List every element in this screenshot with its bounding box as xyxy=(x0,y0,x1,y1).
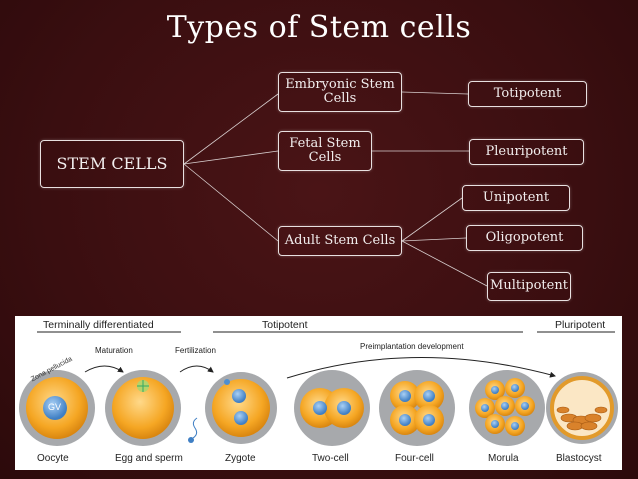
line-stem-embryonic xyxy=(183,93,279,165)
stage-label: Oocyte xyxy=(37,453,69,464)
fetal-stem-cells-box: Fetal Stem Cells xyxy=(278,131,372,171)
four-cell-embryo xyxy=(379,370,455,446)
line-stem-fetal xyxy=(183,150,279,165)
header-pluripotent: Pluripotent xyxy=(555,319,606,331)
stem-cells-box: STEM CELLS xyxy=(40,140,184,188)
header-terminally-differentiated: Terminally differentiated xyxy=(43,319,154,331)
pleuripotent-box: Pleuripotent xyxy=(469,139,584,165)
oligopotent-box: Oligopotent xyxy=(466,225,583,251)
line-embryonic-totipotent xyxy=(401,91,469,95)
line-adult-unipotent xyxy=(401,197,463,242)
oocyte-cell xyxy=(19,370,95,446)
morula-embryo xyxy=(469,370,545,446)
two-cell-embryo xyxy=(294,370,370,446)
line-adult-multipotent xyxy=(401,240,488,287)
multipotent-box: Multipotent xyxy=(487,272,571,301)
development-figure: Terminally differentiated Totipotent Plu… xyxy=(15,316,622,470)
totipotent-box: Totipotent xyxy=(468,81,587,107)
blastocyst-embryo xyxy=(546,372,618,444)
stage-label: Two-cell xyxy=(312,453,349,464)
stage-label: Blastocyst xyxy=(556,453,602,464)
line-adult-oligopotent xyxy=(401,237,467,242)
stage-label: Four-cell xyxy=(395,453,434,464)
zygote-cell xyxy=(205,372,277,444)
stage-label: Egg and sperm xyxy=(115,453,183,464)
connector-lines xyxy=(183,91,488,287)
slide-title: Types of Stem cells xyxy=(166,10,472,45)
adult-stem-cells-box: Adult Stem Cells xyxy=(278,226,402,256)
stage-label: Morula xyxy=(488,453,519,464)
embryonic-stem-cells-box: Embryonic Stem Cells xyxy=(278,72,402,112)
line-stem-adult xyxy=(183,163,279,242)
stage-label: Zygote xyxy=(225,453,256,464)
label-preimplantation: Preimplantation development xyxy=(360,342,464,351)
header-totipotent: Totipotent xyxy=(262,319,308,331)
unipotent-box: Unipotent xyxy=(462,185,570,211)
egg-cell xyxy=(105,370,198,446)
label-maturation: Maturation xyxy=(95,346,133,355)
label-gv: GV xyxy=(48,402,62,412)
label-fertilization: Fertilization xyxy=(175,346,216,355)
development-illustration xyxy=(19,331,618,446)
